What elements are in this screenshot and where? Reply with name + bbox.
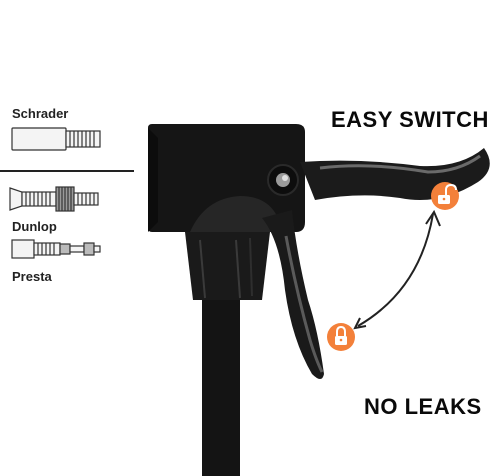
easy-switch-caption: EASY SWITCH <box>331 107 489 132</box>
dunlop-label: Dunlop <box>12 219 57 234</box>
presta-label: Presta <box>12 269 52 284</box>
unlocked-padlock-icon <box>431 182 459 210</box>
presta-valve-icon <box>11 239 101 259</box>
dunlop-valve-icon <box>9 186 99 212</box>
pump-hose <box>202 300 240 476</box>
pump-lever <box>300 148 490 200</box>
no-leaks-caption: NO LEAKS <box>364 394 482 419</box>
pump-lower-housing <box>185 232 270 300</box>
pump-head <box>148 124 490 476</box>
schrader-label: Schrader <box>12 106 69 121</box>
schrader-valve-icon <box>11 127 101 151</box>
locked-padlock-icon <box>327 323 355 351</box>
valve-divider <box>0 170 134 172</box>
switch-arrow <box>353 209 441 330</box>
